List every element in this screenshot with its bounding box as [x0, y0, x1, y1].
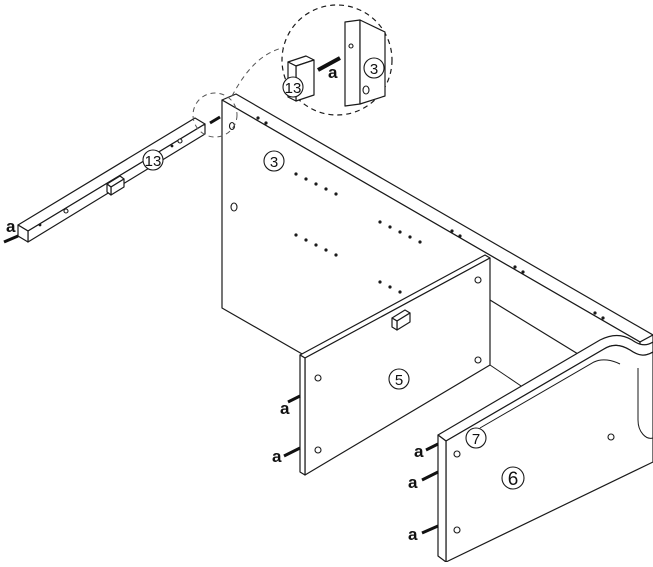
screw-a-panel6-3: a [408, 524, 439, 544]
part-5-badge [388, 368, 410, 390]
screw-a-panel6-2-label: a [408, 473, 418, 492]
callout-source-circle [192, 92, 238, 138]
rail-part-13: 13 [17, 115, 221, 243]
screw-a-panel6-1-label: a [414, 442, 424, 461]
top-edge-holes [256, 116, 605, 320]
rail-dowel [209, 115, 221, 125]
detail-screw-label: a [328, 63, 338, 82]
screw-a-panel6-3-label: a [408, 525, 418, 544]
part-3-label: 3 [270, 154, 278, 171]
rail-bracket [106, 175, 125, 196]
panel-5-bracket [391, 309, 411, 331]
screw-a-panel5-top-label: a [280, 399, 290, 418]
screw-a-panel5-bottom-label: a [272, 447, 282, 466]
detail-part-13-badge [282, 76, 304, 98]
part-7-label: 7 [472, 431, 480, 448]
side-panel-5: 5 [299, 254, 531, 476]
screw-a-panel5-top: a [280, 394, 301, 418]
screw-a-panel6-2: a [408, 470, 439, 492]
screw-a-rail-label: a [6, 217, 16, 236]
screw-a-panel5-bottom: a [272, 446, 301, 466]
detail-callout: a 13 3 [192, 4, 393, 138]
part-5-label: 5 [395, 372, 403, 389]
detail-part-3-badge [363, 57, 385, 79]
detail-part-3-label: 3 [370, 61, 378, 78]
detail-part-13-label: 13 [285, 80, 302, 97]
screw-a-rail: a [3, 217, 19, 244]
part-7-badge [465, 427, 487, 449]
part-6-badge [501, 466, 525, 490]
part-13-badge [142, 149, 164, 171]
screw-a-panel6-1: a [414, 442, 439, 461]
part-6-label: 6 [508, 469, 519, 490]
part-13-label: 13 [145, 153, 162, 170]
part-3-badge [263, 150, 285, 172]
